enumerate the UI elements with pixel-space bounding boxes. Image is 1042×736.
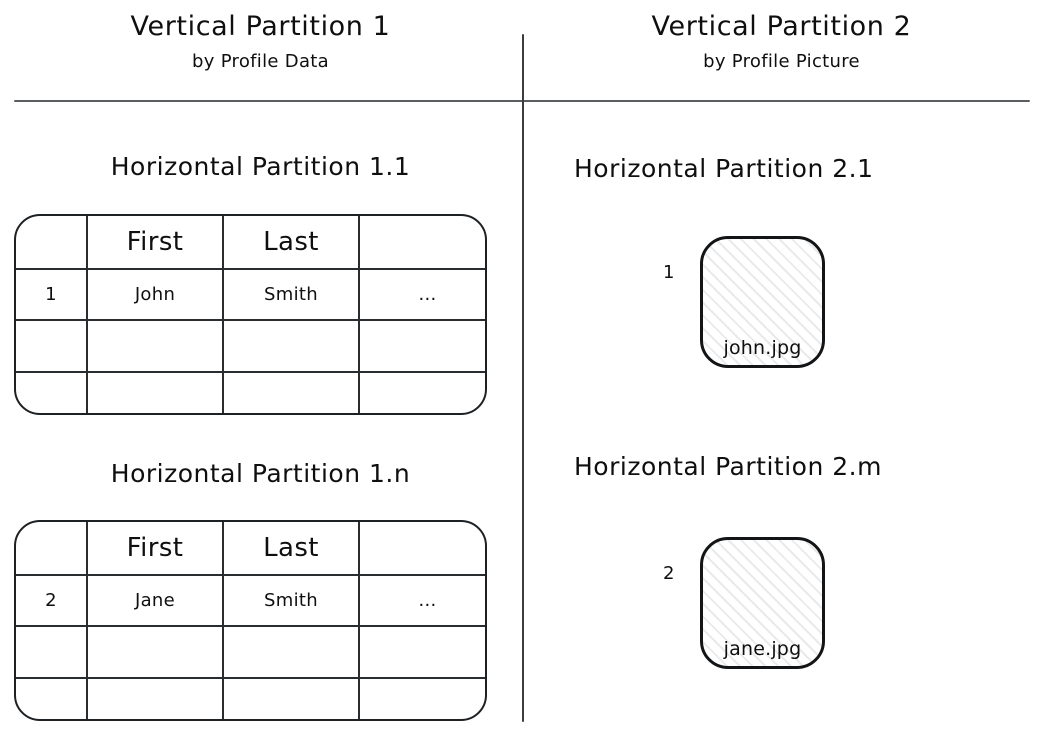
table-cell-more [359,626,485,679]
table-cell-last [223,372,360,413]
image-placeholder-icon: jane.jpg [700,537,825,669]
table-row [16,678,485,719]
table-cell-more [359,372,485,413]
vertical-partition-2-header: Vertical Partition 2 by Profile Picture [521,10,1042,75]
picture-index-label: 1 [663,262,675,283]
vertical-partition-1-title: Vertical Partition 1 [130,11,391,42]
image-placeholder-icon: john.jpg [700,236,825,368]
table-cell-index [16,626,88,679]
table-cell-more [359,320,485,373]
table-cell-first: Jane [87,575,224,627]
table-row [16,372,485,413]
table-row: 1 John Smith ... [16,269,485,321]
table-cell-index [16,678,88,719]
vertical-partition-2-subtitle: by Profile Picture [703,51,860,72]
table-cell-first: John [87,269,224,321]
table-cell-more: ... [359,269,485,321]
table-cell-more: ... [359,575,485,627]
picture-filename-label: jane.jpg [723,638,802,660]
table-cell-first [87,320,224,373]
table-header-row: First Last [16,216,485,270]
picture-index-label: 2 [663,563,675,584]
table-cell-index [16,372,88,413]
table-header-cell-last: Last [223,216,360,270]
vertical-partition-1-header: Vertical Partition 1 by Profile Data [0,10,521,75]
table-header-cell-index [16,522,88,576]
table-row: 2 Jane Smith ... [16,575,485,627]
vertical-partition-1-subtitle: by Profile Data [192,51,329,72]
table-cell-last: Smith [223,575,360,627]
table-cell-index: 2 [16,575,88,627]
table-horizontal-partition-1-1: First Last 1 John Smith ... [14,214,487,415]
table-cell-last [223,626,360,679]
horizontal-partition-1-n-heading: Horizontal Partition 1.n [110,459,411,488]
table-cell-first [87,372,224,413]
table-cell-last [223,678,360,719]
horizontal-partition-1-1-heading: Horizontal Partition 1.1 [110,152,411,181]
table-header-cell-first: First [87,522,224,576]
table-cell-first [87,678,224,719]
table-header-cell-first: First [87,216,224,270]
table-row [16,626,485,679]
picture-filename-label: john.jpg [723,337,802,359]
table-cell-index: 1 [16,269,88,321]
horizontal-partition-2-1-heading: Horizontal Partition 2.1 [574,154,874,183]
horizontal-partition-2-m-heading: Horizontal Partition 2.m [574,452,882,481]
table-header-cell-last: Last [223,522,360,576]
table-cell-last: Smith [223,269,360,321]
table-horizontal-partition-1-n: First Last 2 Jane Smith ... [14,520,487,721]
table-cell-last [223,320,360,373]
table-cell-more [359,678,485,719]
table-header-cell-index [16,216,88,270]
table-cell-index [16,320,88,373]
table-header-row: First Last [16,522,485,576]
vertical-partition-2-title: Vertical Partition 2 [651,11,912,42]
vertical-divider-line [522,34,524,722]
table-row [16,320,485,373]
table-header-cell-more [359,216,485,270]
table-header-cell-more [359,522,485,576]
table-cell-first [87,626,224,679]
